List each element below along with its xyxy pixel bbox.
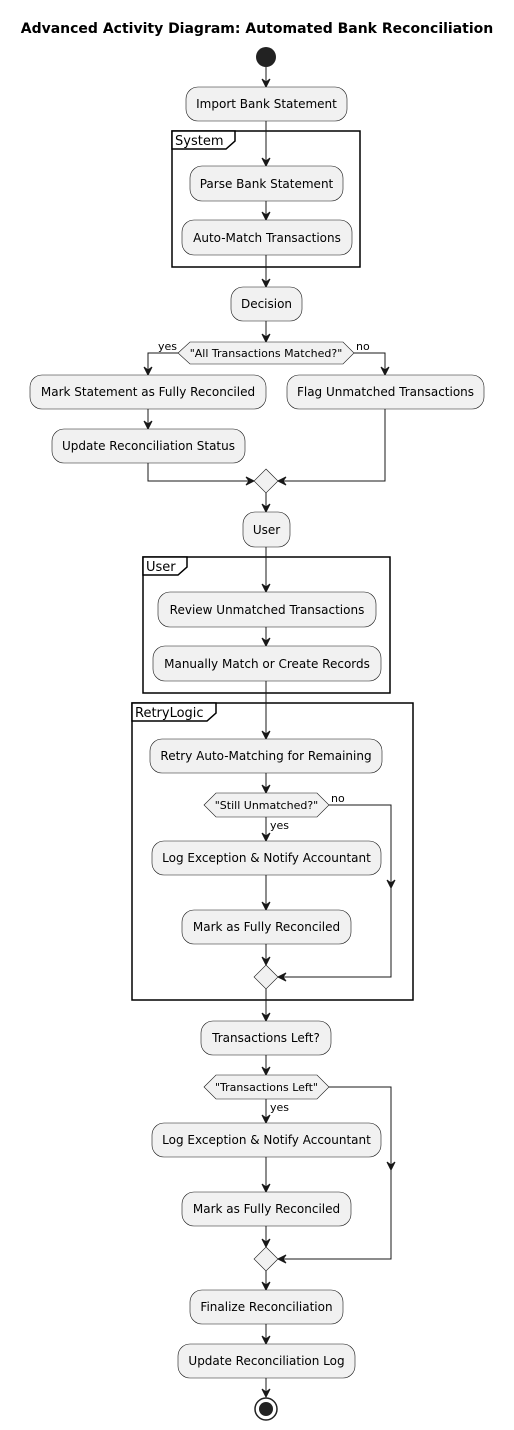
activity-label: Log Exception & Notify Accountant xyxy=(162,1133,371,1147)
end-node xyxy=(254,1397,278,1421)
activity-label: Parse Bank Statement xyxy=(200,177,334,191)
activity-mark-fully-reconciled-1: Mark as Fully Reconciled xyxy=(181,909,352,945)
activity-label: Log Exception & Notify Accountant xyxy=(162,851,371,865)
activity-label: Retry Auto-Matching for Remaining xyxy=(160,749,371,763)
condition-label: "Still Unmatched?" xyxy=(215,799,318,812)
activity-label: Manually Match or Create Records xyxy=(164,657,370,671)
activity-review-unmatched-transactions: Review Unmatched Transactions xyxy=(157,591,377,628)
start-node xyxy=(256,47,276,67)
activity-mark-fully-reconciled-2: Mark as Fully Reconciled xyxy=(181,1191,352,1227)
condition-label: "Transactions Left" xyxy=(215,1081,318,1094)
branch-label-no: no xyxy=(356,340,370,353)
branch-label-yes: yes xyxy=(158,340,177,353)
activity-user: User xyxy=(242,511,291,548)
activity-log-exception-2: Log Exception & Notify Accountant xyxy=(151,1122,382,1158)
condition-still-unmatched: "Still Unmatched?" xyxy=(203,792,330,818)
activity-flag-unmatched-transactions: Flag Unmatched Transactions xyxy=(286,374,485,410)
activity-label: Auto-Match Transactions xyxy=(193,231,341,245)
merge-node xyxy=(253,468,279,494)
activity-label: User xyxy=(253,523,280,537)
condition-all-matched: "All Transactions Matched?" xyxy=(177,341,355,365)
activity-label: Flag Unmatched Transactions xyxy=(297,385,474,399)
activity-update-reconciliation-log: Update Reconciliation Log xyxy=(177,1343,356,1379)
condition-label: "All Transactions Matched?" xyxy=(190,347,343,360)
branch-label-no: no xyxy=(331,792,345,805)
frame-user-label: User xyxy=(146,560,176,575)
activity-label: Mark Statement as Fully Reconciled xyxy=(41,385,255,399)
activity-import-bank-statement: Import Bank Statement xyxy=(185,86,348,122)
activity-log-exception-1: Log Exception & Notify Accountant xyxy=(151,840,382,876)
activity-label: Update Reconciliation Status xyxy=(62,439,235,453)
activity-label: Finalize Reconciliation xyxy=(200,1300,332,1314)
frame-retry-logic: RetryLogic xyxy=(131,702,414,1001)
activity-label: Import Bank Statement xyxy=(196,97,337,111)
activity-label: Mark as Fully Reconciled xyxy=(193,1202,340,1216)
condition-transactions-left: "Transactions Left" xyxy=(203,1074,330,1100)
merge-node xyxy=(253,964,279,990)
diagram-title: Advanced Activity Diagram: Automated Ban… xyxy=(21,21,494,37)
activity-manually-match: Manually Match or Create Records xyxy=(152,645,382,682)
branch-label-yes: yes xyxy=(270,819,289,832)
activity-decision: Decision xyxy=(230,286,303,322)
activity-retry-auto-matching: Retry Auto-Matching for Remaining xyxy=(149,738,383,774)
merge-node xyxy=(253,1246,279,1272)
activity-label: Transactions Left? xyxy=(211,1031,320,1045)
frame-system-label: System xyxy=(175,134,223,149)
activity-label: Mark as Fully Reconciled xyxy=(193,920,340,934)
edges xyxy=(143,67,396,1399)
activity-label: Update Reconciliation Log xyxy=(188,1354,344,1368)
activity-finalize-reconciliation: Finalize Reconciliation xyxy=(189,1289,344,1325)
activity-parse-bank-statement: Parse Bank Statement xyxy=(189,165,344,202)
frame-retry-label: RetryLogic xyxy=(135,706,204,721)
branch-label-yes: yes xyxy=(270,1101,289,1114)
activity-auto-match-transactions: Auto-Match Transactions xyxy=(181,219,353,256)
activity-update-reconciliation-status: Update Reconciliation Status xyxy=(51,428,246,464)
activity-mark-statement-fully-reconciled: Mark Statement as Fully Reconciled xyxy=(29,374,267,410)
activity-transactions-left: Transactions Left? xyxy=(200,1020,332,1056)
activity-label: Review Unmatched Transactions xyxy=(170,603,365,617)
activity-label: Decision xyxy=(241,297,292,311)
